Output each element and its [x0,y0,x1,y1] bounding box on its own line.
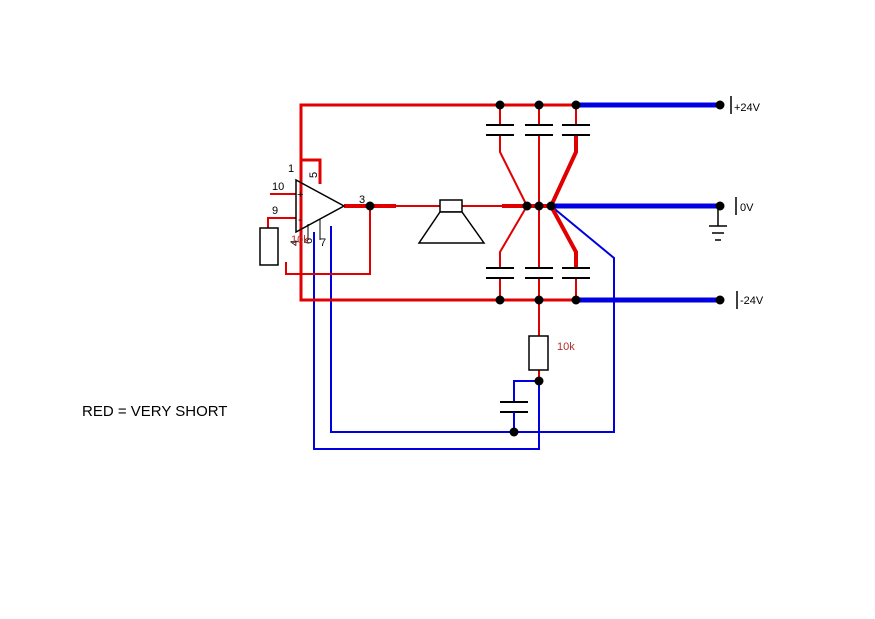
opamp-pin-1: 1 [288,163,294,175]
speaker-magnet [439,199,463,213]
load-resistor-body [528,335,549,371]
feedback-resistor: 10k [259,227,309,266]
color-legend: RED = VERY SHORT [82,403,227,420]
opamp-pin-10: 10 [272,181,284,193]
junction-dot [534,376,544,386]
speaker-cone [417,211,486,244]
junction-dot [495,100,505,110]
top-rail-wire [299,103,576,206]
ground-symbol [709,206,727,241]
junction-dot [522,201,532,211]
opamp-pin-5: 5 [308,172,320,178]
pin9-wire [267,217,296,228]
positive-rail-label: +24V [734,102,761,114]
rail-terminals [730,96,738,309]
capacitor-bottom-1 [486,267,514,279]
opamp-pin-3: 3 [359,194,365,206]
ground-rail-label: 0V [740,202,754,214]
junction-dot [365,201,375,211]
junction-dot [495,295,505,305]
junction-dot [715,201,725,211]
capacitor-top-3 [562,124,590,136]
junction-dot [546,201,556,211]
junction-dot [571,295,581,305]
load-resistor: 10k [528,335,575,371]
pin1-wire [301,158,322,184]
junction-dot [534,295,544,305]
capacitor-bottom-2 [525,267,553,279]
feedback-resistor-value: 10k [291,234,309,246]
feedback-wire [285,206,371,275]
load-resistor-value: 10k [557,341,575,353]
capacitor-top-2 [525,124,553,136]
opamp-pin-7: 7 [320,237,326,249]
capacitor-top-1 [486,124,514,136]
bottom-rail-wire [299,206,576,302]
junction-dot [509,427,519,437]
junction-dots [365,100,725,437]
cap-link-wire [513,380,539,396]
opamp-plus-sign: + [297,189,303,201]
long-wires [313,102,720,450]
speaker [396,199,502,244]
opamp: + - 1 5 10 9 3 4 6 7 [272,163,365,249]
junction-dot [534,201,544,211]
junction-dot [715,295,725,305]
opamp-pin-4: 4 [289,240,301,246]
capacitor-filter [500,396,528,432]
cap-ground-lead [548,135,578,268]
opamp-minus-sign: - [298,214,302,226]
cap-ground-lead [499,135,529,268]
bias-wire [313,232,540,450]
capacitor-bottom-3 [562,267,590,279]
junction-dot [534,100,544,110]
negative-rail-label: -24V [740,295,764,307]
opamp-pin-9: 9 [272,205,278,217]
junction-dot [715,100,725,110]
capacitors [486,124,590,432]
sense-return-wire [330,205,615,433]
feedback-resistor-body [259,227,279,266]
junction-dot [571,100,581,110]
opamp-pin-6: 6 [303,238,315,244]
